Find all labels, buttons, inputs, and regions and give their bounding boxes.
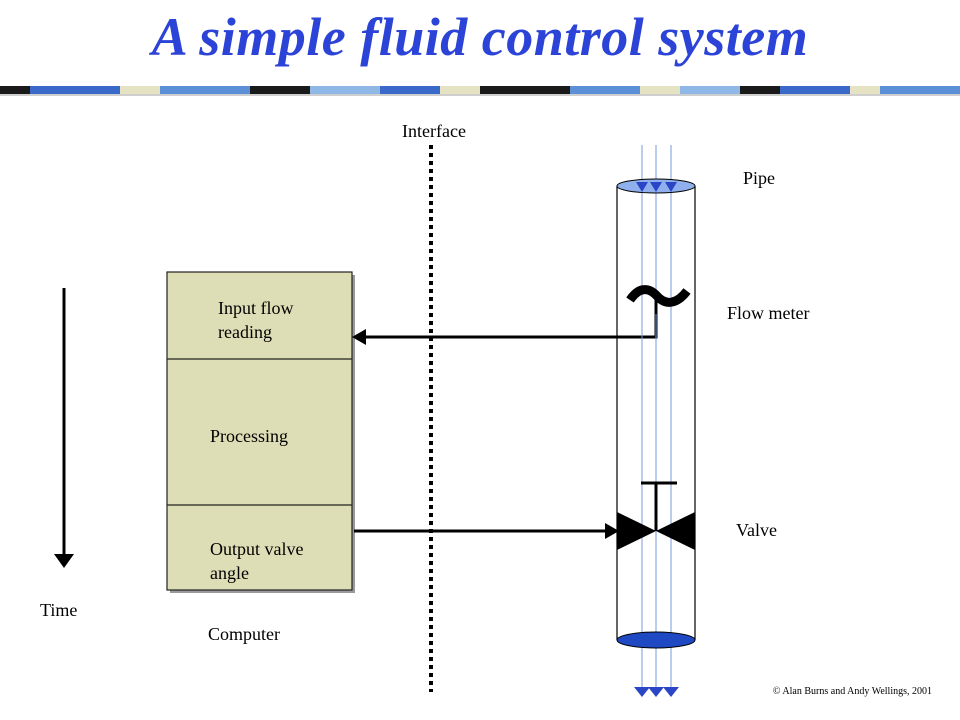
interface-label: Interface	[402, 121, 466, 141]
pipe	[616, 145, 696, 697]
pipe-label: Pipe	[743, 168, 776, 188]
computer-block	[166, 271, 355, 593]
title-underline-bar	[0, 86, 960, 96]
slide-title: A simple fluid control system	[151, 7, 809, 67]
computer-label: Computer	[208, 624, 280, 644]
input-flow-reading-step: Input flow reading	[218, 298, 294, 342]
flow-meter-symbol	[626, 285, 691, 314]
flow-meter-label: Flow meter	[727, 303, 810, 323]
flow-reading-arrow	[352, 312, 658, 345]
time-label: Time	[40, 600, 78, 620]
processing-step: Processing	[210, 426, 288, 446]
valve-control-arrow	[354, 523, 619, 539]
time-arrow	[54, 288, 74, 568]
valve-symbol	[617, 481, 695, 550]
valve-label: Valve	[736, 520, 777, 540]
pipe-bottom-opening	[616, 631, 696, 649]
output-valve-angle-step: Output valve angle	[210, 539, 304, 583]
copyright-notice: © Alan Burns and Andy Wellings, 2001	[772, 686, 932, 697]
